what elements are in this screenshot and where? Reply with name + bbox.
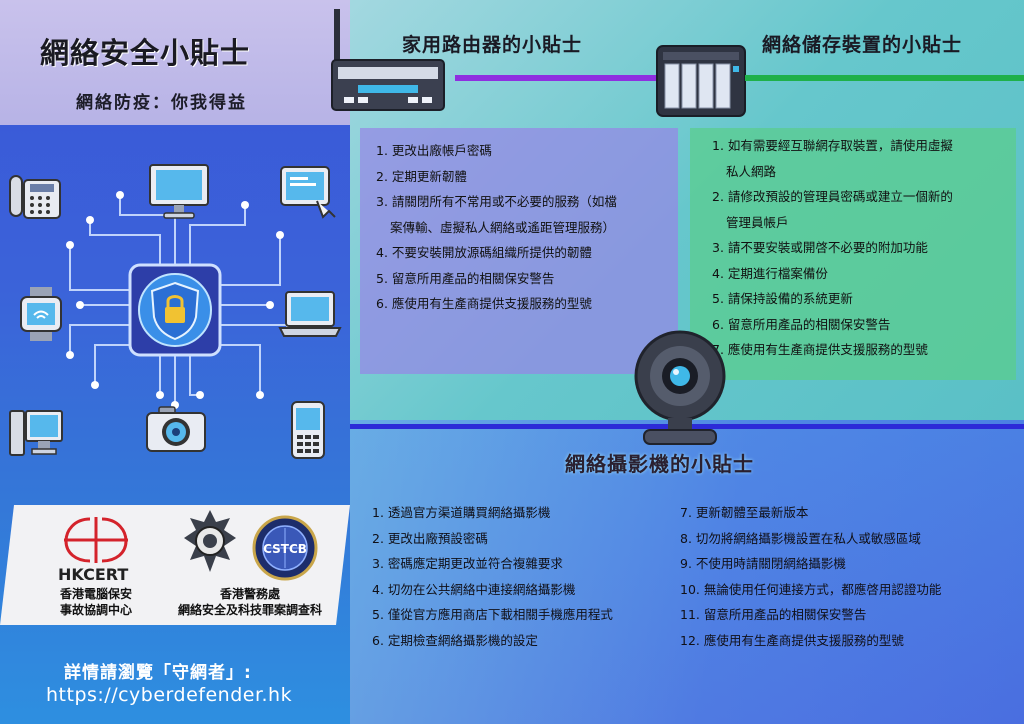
circuit-lines <box>66 191 294 409</box>
list-item: 4. 不要安裝開放源碼組織所提供的韌體 <box>376 245 592 260</box>
list-item: 5. 僅從官方應用商店下載相關手機應用程式 <box>372 607 613 622</box>
list-item: 7. 應使用有生產商提供支援服務的型號 <box>712 342 928 357</box>
hkcert-wordmark: HKCERT <box>58 565 129 584</box>
laptop-icon <box>278 291 342 337</box>
router-icon <box>331 9 445 111</box>
nas-tips-box <box>690 128 1016 380</box>
website-link[interactable]: https://cyberdefender.hk <box>46 684 293 706</box>
police-name: 香港警務處 網絡安全及科技罪案調查科 <box>160 586 340 618</box>
list-item: 2. 更改出廠預設密碼 <box>372 530 488 546</box>
router-tips-box <box>360 128 678 374</box>
router-title: 家用路由器的小貼士 <box>402 34 583 56</box>
nas-tips-list: 1. 如有需要經互聯網存取裝置，請使用虛擬私人網路 2. 請修改預設的管理員密碼… <box>712 133 1012 363</box>
monitor-icon <box>149 164 209 219</box>
list-item: 6. 留意所用產品的相關保安警告 <box>712 316 891 332</box>
police-name-line1: 香港警務處 <box>219 587 280 601</box>
webcam-icon <box>634 330 726 445</box>
device-hub-illustration <box>0 125 350 505</box>
cstcb-logo: CSTCB <box>252 515 318 581</box>
list-item: 6. 定期檢查網絡攝影機的設定 <box>372 632 538 648</box>
tablet-icon <box>280 166 336 219</box>
list-item: 1. 如有需要經互聯網存取裝置，請使用虛擬私人網路 <box>712 138 953 179</box>
list-item: 2. 請修改預設的管理員密碼或建立一個新的管理員帳戶 <box>712 189 953 230</box>
shield-lock-icon <box>150 281 200 341</box>
page-subtitle: 網絡防疫：你我得益 <box>76 93 247 113</box>
camera-title: 網絡攝影機的小貼士 <box>565 452 754 476</box>
left-header <box>0 0 350 125</box>
list-item: 10. 無論使用任何連接方式，都應啓用認證功能 <box>680 581 942 597</box>
list-item: 9. 不使用時請關閉網絡攝影機 <box>680 556 846 571</box>
list-item: 2. 定期更新韌體 <box>376 168 467 184</box>
nas-title-underline <box>745 75 1024 81</box>
visit-text: 詳情請瀏覽「守網者」: <box>64 663 252 683</box>
phone-icon <box>9 175 61 219</box>
list-item: 3. 請不要安裝或開啓不必要的附加功能 <box>712 240 928 255</box>
list-item: 11. 留意所用產品的相關保安警告 <box>680 607 867 622</box>
list-item: 12. 應使用有生產商提供支援服務的型號 <box>680 632 904 648</box>
smartwatch-icon <box>20 287 62 341</box>
list-item: 6. 應使用有生產商提供支援服務的型號 <box>376 296 592 311</box>
hkcert-name-line2: 事故協調中心 <box>59 603 132 617</box>
list-item: 1. 透過官方渠道購買網絡攝影機 <box>372 505 551 520</box>
desktop-icon <box>9 410 63 456</box>
nas-title: 網絡儲存裝置的小貼士 <box>762 34 963 56</box>
list-item: 3. 密碼應定期更改並符合複雜要求 <box>372 556 563 571</box>
list-item: 8. 切勿將網絡攝影機設置在私人或敏感區域 <box>680 530 921 546</box>
list-item: 3. 請關閉所有不常用或不必要的服務（如檔案傳輸、虛擬私人網絡或遙距管理服務） <box>376 194 617 235</box>
list-item: 1. 更改出廠帳戶密碼 <box>376 143 492 158</box>
camera-tips-right: 7. 更新韌體至最新版本 8. 切勿將網絡攝影機設置在私人或敏感區域 9. 不使… <box>680 500 1015 653</box>
nas-icon <box>656 45 746 117</box>
list-item: 5. 留意所用產品的相關保安警告 <box>376 270 555 286</box>
mobile-phone-icon <box>291 401 325 459</box>
hkcert-logo <box>64 517 128 563</box>
list-item: 7. 更新韌體至最新版本 <box>680 505 809 520</box>
camera-tips-left: 1. 透過官方渠道購買網絡攝影機 2. 更改出廠預設密碼 3. 密碼應定期更改並… <box>372 500 672 653</box>
police-name-line2: 網絡安全及科技罪案調查科 <box>177 603 322 617</box>
list-item: 4. 定期進行檔案備份 <box>712 265 828 281</box>
police-badge-logo <box>184 510 236 572</box>
page-title: 網絡安全小貼士 <box>40 36 251 70</box>
hkcert-name: 香港電腦保安 事故協調中心 <box>36 586 156 618</box>
cstcb-mark: CSTCB <box>263 542 307 556</box>
light-beam <box>350 420 1024 724</box>
hkcert-name-line1: 香港電腦保安 <box>59 587 132 601</box>
camera-icon <box>146 406 206 452</box>
list-item: 4. 切勿在公共網絡中連接網絡攝影機 <box>372 581 576 597</box>
list-item: 5. 請保持設備的系統更新 <box>712 291 853 306</box>
router-title-underline <box>455 75 660 81</box>
router-tips-list: 1. 更改出廠帳戶密碼 2. 定期更新韌體 3. 請關閉所有不常用或不必要的服務… <box>376 138 676 317</box>
